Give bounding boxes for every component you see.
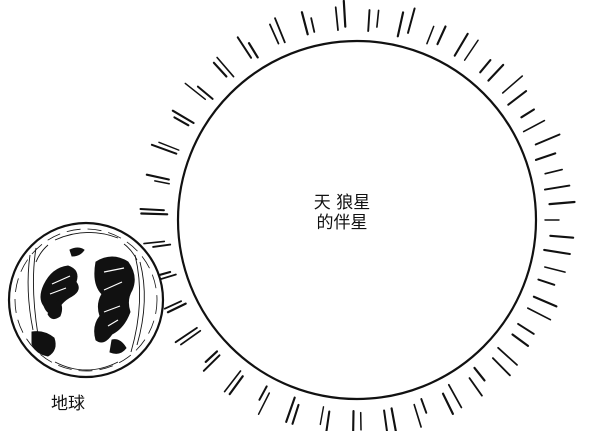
companion-star-label-line1: 天 狼星	[313, 193, 371, 213]
star-ray	[139, 208, 165, 212]
star-ray	[166, 302, 187, 314]
star-ray	[310, 17, 316, 33]
star-ray	[479, 59, 492, 74]
star-ray	[236, 36, 253, 59]
star-ray	[520, 108, 535, 119]
star-ray	[247, 42, 259, 59]
star-ray	[163, 300, 183, 310]
earth-label: 地球	[51, 394, 85, 414]
star-ray	[184, 82, 207, 101]
star-ray	[173, 116, 190, 127]
star-ray	[383, 409, 388, 431]
star-ray	[426, 25, 435, 45]
star-ray	[447, 383, 463, 409]
star-ray	[501, 75, 524, 94]
star-ray	[291, 403, 300, 425]
star-ray	[507, 90, 528, 106]
star-ray	[342, 0, 347, 28]
star-ray	[487, 63, 505, 82]
star-ray	[269, 23, 280, 45]
star-ray	[390, 407, 397, 431]
companion-star-label-line2: 的伴星	[316, 212, 368, 233]
star-ray	[376, 9, 380, 28]
star-ray	[204, 350, 219, 363]
companion-star-label: 天 狼星 的伴星	[296, 193, 388, 233]
star-ray	[534, 152, 557, 161]
star-ray	[319, 406, 325, 426]
star-ray	[549, 234, 575, 239]
star-ray	[174, 326, 198, 344]
companion-star-rays	[139, 0, 576, 431]
star-ray	[258, 385, 268, 401]
star-ray	[154, 180, 170, 185]
star-ray	[511, 333, 530, 347]
star-ray	[228, 375, 244, 396]
star-ray	[453, 32, 469, 57]
star-ray	[463, 39, 479, 61]
star-ray	[150, 143, 178, 155]
star-ray	[420, 398, 428, 414]
star-ray	[537, 278, 556, 286]
star-ray	[534, 133, 561, 146]
star-ray	[171, 109, 195, 125]
star-ray	[223, 370, 242, 393]
star-ray	[140, 212, 169, 216]
star-ray	[300, 11, 309, 36]
star-ray	[216, 56, 235, 78]
star-ray	[325, 410, 331, 431]
star-ray	[143, 240, 166, 245]
star-ray	[436, 25, 447, 46]
star-ray	[473, 366, 486, 382]
star-ray	[407, 7, 416, 34]
star-ray	[145, 173, 170, 181]
star-ray	[367, 9, 371, 32]
star-ray	[285, 396, 296, 423]
star-ray	[544, 168, 563, 175]
earth-globe	[7, 221, 165, 379]
companion-star-disk	[176, 39, 538, 401]
star-ray	[526, 307, 552, 321]
star-ray	[468, 377, 483, 397]
star-ray	[543, 184, 571, 191]
star-ray	[491, 357, 511, 377]
star-ray	[334, 6, 339, 31]
star-ray	[274, 17, 286, 44]
star-ray	[257, 392, 271, 415]
star-ray	[544, 266, 566, 273]
star-ray	[497, 346, 518, 366]
star-ray	[196, 85, 214, 100]
star-ray	[396, 11, 405, 38]
star-ray	[413, 403, 422, 428]
star-ray	[548, 200, 576, 206]
star-ray	[212, 61, 228, 78]
star-ray	[441, 392, 454, 415]
star-ray	[543, 248, 571, 256]
star-ray	[202, 354, 221, 372]
star-ray	[522, 119, 546, 133]
star-ray	[158, 141, 180, 151]
star-ray	[517, 322, 535, 335]
star-ray	[180, 329, 202, 346]
star-ray	[152, 243, 172, 248]
star-ray	[532, 295, 558, 308]
